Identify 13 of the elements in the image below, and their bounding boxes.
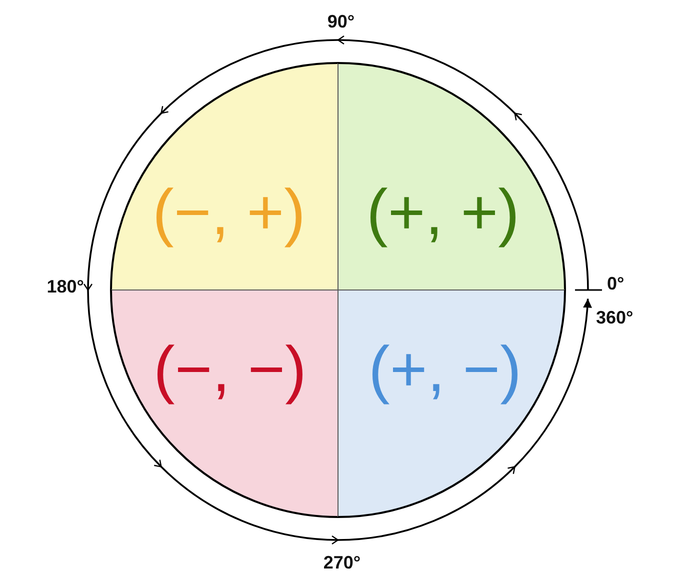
sign-pair-label: (−, −) <box>154 333 306 407</box>
sign-pair-label: (−, +) <box>152 176 306 250</box>
quadrant <box>338 290 566 518</box>
sign-pair-label: (+, +) <box>366 176 520 250</box>
quadrant <box>110 290 338 518</box>
quadrant <box>110 62 338 290</box>
quadrant <box>338 62 566 290</box>
angle-label: 270° <box>323 552 361 574</box>
angle-label: 360° <box>596 308 634 328</box>
angle-label: 90° <box>327 12 355 32</box>
angle-label: 180° <box>46 276 84 298</box>
sign-pair-label: (+, −) <box>368 333 522 407</box>
angle-label: 0° <box>607 274 624 294</box>
